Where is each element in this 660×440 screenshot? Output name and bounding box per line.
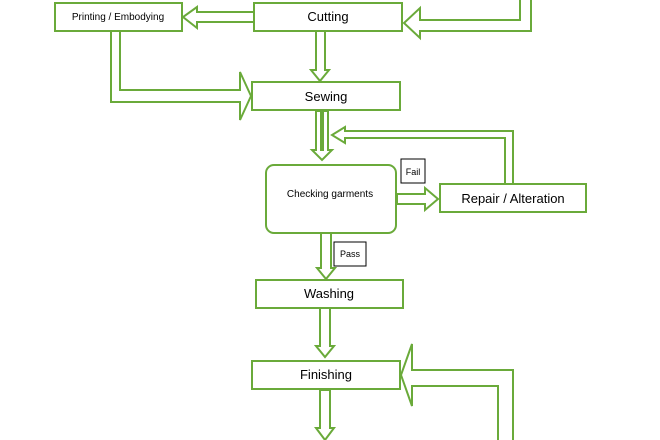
arrow-checking-to-repair [396,185,440,213]
node-sewing-box [251,81,401,111]
arrow-checking-to-washing [314,232,338,281]
node-sewing-label: Sewing [305,89,348,104]
arrow-washing-to-finishing [313,307,337,359]
pass-label-box [333,241,367,267]
node-washing-label: Washing [304,286,354,301]
node-repair-label: Repair / Alteration [461,191,564,206]
node-cutting-label: Cutting [307,9,348,24]
pass-label: Pass [340,249,361,259]
arrow-sewing-to-checking-inner [320,111,324,151]
node-finishing-box [251,360,401,390]
arrow-into-finishing [399,343,514,440]
arrow-printing-to-sewing [110,30,253,121]
arrow-sewing-to-checking [309,110,335,162]
node-finishing-label: Finishing [300,367,352,382]
node-repair-box [439,183,587,213]
node-checking-box [265,164,397,234]
node-checking-label: Checking garments [287,189,373,200]
arrow-repair-to-sewing [330,125,514,185]
fail-label-box [400,158,426,184]
node-washing-box [255,279,404,309]
node-printing-box [54,2,183,32]
arrow-into-cutting [402,0,532,41]
node-cutting-box [253,2,403,32]
arrow-finishing-down [314,389,336,440]
fail-label: Fail [406,167,421,177]
node-printing-label: Printing / Embodying [72,12,164,23]
arrow-cutting-to-printing [181,5,255,31]
arrow-cutting-to-sewing [308,30,332,83]
